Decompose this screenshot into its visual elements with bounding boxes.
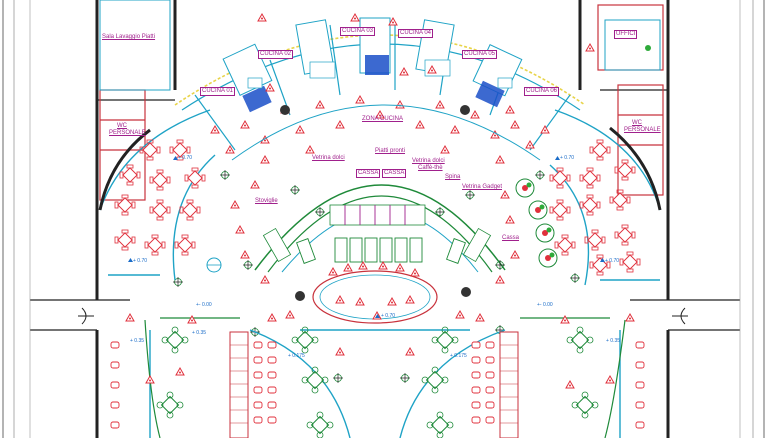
label-spina: Spina [445,174,461,180]
level-marker-11: + 0.175 [450,353,467,359]
label-piatti-pronti: Piatti pronti [375,148,406,154]
label-cassa: Cassa [502,235,520,241]
label-uffici: UFFICI [614,30,638,39]
label-vetrina-dolci-right: Vetrina dolci [412,158,445,164]
label-caffe-the: Caffè-thè [418,165,443,171]
label-wc-left: WC PERSONALE [109,123,146,136]
label-cucina-01: CUCINA 01 [200,87,236,96]
label-cucina-05: CUCINA 05 [462,50,498,59]
level-marker-5: + 0.70 [381,313,396,319]
level-marker-4: + 0.70 [605,258,620,264]
label-stoviglie: Stoviglie [255,198,278,204]
label-cucina-06: CUCINA 06 [524,87,560,96]
label-sala-lavaggio: Sala Lavaggio Piatti [102,34,156,40]
level-marker-6: +- 0.00 [196,302,212,308]
label-cucina-02: CUCINA 02 [258,50,294,59]
label-cucina-03: CUCINA 03 [340,27,376,36]
level-marker-3: + 0.70 [560,155,575,161]
level-marker-8: + 0.35 [130,338,145,344]
label-cucina-04: CUCINA 04 [398,29,434,38]
label-counter-right: CASSA [382,169,407,178]
label-counter-left: CASSA [356,169,381,178]
level-marker-10: + 0.175 [288,353,305,359]
label-vetrina-dolci-left: Vetrina dolci [312,155,345,161]
level-marker-12: + 0.35 [606,338,621,344]
level-marker-2: + 0.70 [133,258,148,264]
label-wc-right: WC PERSONALE [624,120,661,133]
label-zona-cucina: ZONA CUCINA [362,116,404,122]
level-marker-1: + 0.70 [178,155,193,161]
level-marker-7: +- 0.00 [537,302,553,308]
label-vetrina-gadget: Vetrina Gadget [462,184,503,190]
level-marker-9: + 0.35 [192,330,207,336]
